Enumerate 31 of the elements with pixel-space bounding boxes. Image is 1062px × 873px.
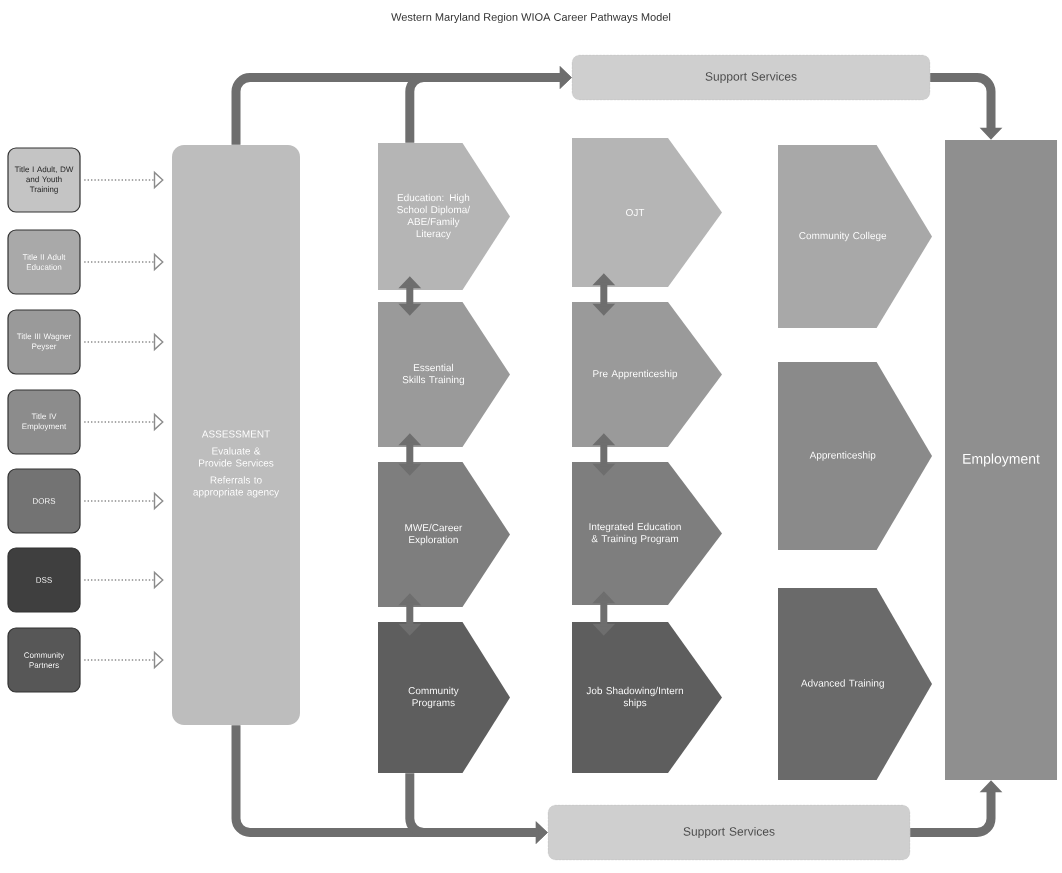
agency-box: Title III Wagner Peyser (7, 309, 81, 375)
double-arrow (398, 276, 422, 316)
bent-arrow (930, 73, 1003, 140)
agency-box: Title IV Employment (7, 389, 81, 455)
chevron-box: Apprenticeship (778, 362, 932, 550)
chevron-box: Integrated Education & Training Program (572, 462, 722, 605)
double-arrow (592, 591, 616, 636)
agency-box: Title I Adult, DW and Youth Training (7, 147, 81, 213)
chevron-box: Education: High School Diploma/ ABE/Family Literacy (378, 143, 510, 290)
support-services-bar: Support Services (571, 54, 931, 101)
assessment-panel: ASSESSMENT Evaluate & Provide Services Referrals to appropriate agency (172, 145, 300, 725)
double-arrow (592, 273, 616, 316)
chevron-box: Job Shadowing/Intern ships (572, 622, 722, 773)
chevron-box: Community College (778, 145, 932, 328)
chevron-box: Advanced Training (778, 588, 932, 780)
bent-arrow (405, 66, 572, 143)
title: Western Maryland Region WIOA Career Pathways Model (391, 12, 671, 24)
agency-box: DORS (7, 468, 81, 534)
chevron-box: Community Programs (378, 622, 510, 773)
double-arrow (592, 433, 616, 476)
chevron-box: Essential Skills Training (378, 302, 510, 447)
chevron-box: OJT (572, 138, 722, 287)
chevron-box: Pre Apprenticeship (572, 302, 722, 447)
double-arrow (398, 433, 422, 476)
agency-box: Title II Adult Education (7, 229, 81, 295)
support-services-bar: Support Services (547, 804, 911, 861)
agency-box: DSS (7, 547, 81, 613)
chevron-box: MWE/Career Exploration (378, 462, 510, 607)
double-arrow (398, 593, 422, 636)
agency-box: Community Partners (7, 627, 81, 693)
employment-bar: Employment (945, 140, 1057, 780)
